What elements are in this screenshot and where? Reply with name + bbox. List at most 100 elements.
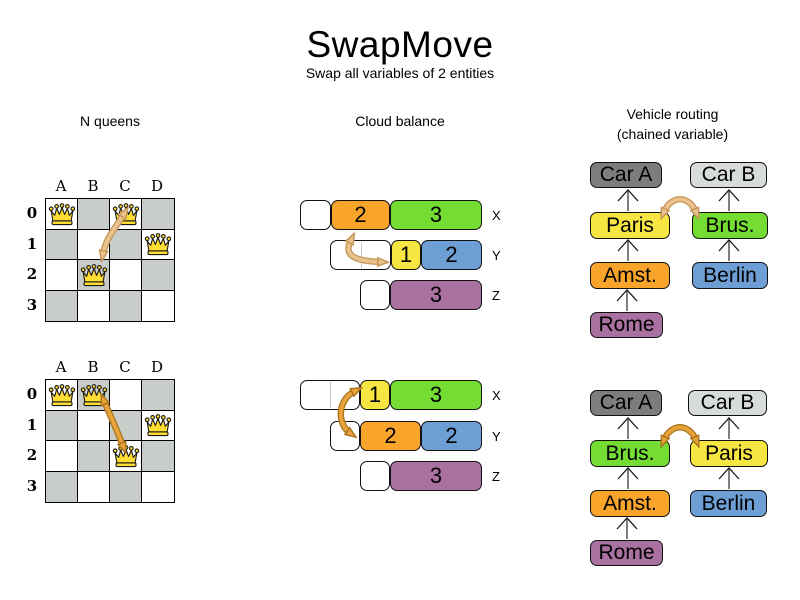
board1-col-label-c: C (119, 177, 131, 195)
cell-a3 (46, 290, 78, 321)
cell-a0 (46, 199, 78, 230)
cell-c0 (110, 380, 142, 411)
cell-a1 (46, 410, 78, 441)
queen-icon (79, 262, 109, 288)
cell-d0 (142, 199, 174, 230)
board1-col-label-a: A (55, 177, 67, 195)
cloud-before-label-z: Z (492, 288, 500, 303)
queen-icon (111, 201, 141, 227)
cell-a3 (46, 471, 78, 502)
process-segment: 1 (360, 380, 390, 410)
empty-slot (360, 461, 390, 491)
cell-b3 (78, 290, 110, 321)
empty-slot (300, 380, 360, 410)
slot-divider (360, 242, 362, 268)
board1-col-label-b: B (87, 177, 99, 195)
chain-arrow (616, 417, 740, 539)
empty-slot (330, 421, 360, 451)
cell-c2 (110, 260, 142, 291)
vehicle-after-rome: Rome (590, 540, 663, 566)
cell-b2 (78, 441, 110, 472)
cloud-after-label-x: X (492, 388, 501, 403)
empty-slot (300, 200, 331, 230)
board2-row-label-2: 2 (26, 446, 38, 464)
board2-row-label-1: 1 (26, 416, 38, 434)
swap-arrow-vehicle-after (664, 424, 696, 440)
cloud-before-label-y: Y (492, 248, 501, 263)
page-subtitle: Swap all variables of 2 entities (305, 65, 495, 81)
section-title-vehicle-line1: Vehicle routing (626, 106, 719, 122)
cell-a0 (46, 380, 78, 411)
process-segment: 1 (391, 240, 421, 270)
vehicle-before-car-b: Car B (690, 162, 767, 188)
queen-icon (143, 412, 173, 438)
cell-c1 (110, 229, 142, 260)
vehicle-after-car-b: Car B (688, 390, 767, 416)
vehicle-before-brus: Brus. (692, 212, 768, 239)
cell-c3 (110, 471, 142, 502)
process-value: 1 (368, 382, 382, 407)
cell-a1 (46, 229, 78, 260)
board2-col-label-b: B (87, 358, 99, 376)
cell-b2 (78, 260, 110, 291)
chain-arrow (616, 189, 740, 311)
cell-d2 (142, 260, 174, 291)
cloud-before-row-y: 1 2 (330, 240, 482, 270)
empty-slot (360, 280, 390, 310)
vehicle-before-amst: Amst. (590, 262, 670, 289)
process-segment: 3 (390, 200, 482, 230)
vehicle-before-paris: Paris (590, 212, 670, 239)
queen-icon (143, 231, 173, 257)
process-value: 2 (445, 423, 458, 448)
cell-b0 (78, 380, 110, 411)
cell-d1 (142, 410, 174, 441)
process-value: 3 (429, 202, 443, 227)
board2-row-label-3: 3 (26, 477, 38, 495)
cloud-after-row-x: 1 3 (300, 380, 482, 410)
queen-icon (47, 382, 77, 408)
process-segment: 3 (390, 461, 482, 491)
queen-icon (79, 382, 109, 408)
board1-row-label-1: 1 (26, 235, 38, 253)
queen-icon (111, 443, 141, 469)
vehicle-after-brus: Brus. (590, 440, 670, 467)
cell-c0 (110, 199, 142, 230)
chessboard-before (45, 198, 175, 322)
cell-c1 (110, 410, 142, 441)
empty-slot (330, 240, 391, 270)
chessboard-after (45, 379, 175, 503)
process-segment: 3 (390, 280, 482, 310)
process-segment: 2 (331, 200, 390, 230)
cell-b3 (78, 471, 110, 502)
section-title-vehicle-line2: (chained variable) (616, 126, 729, 142)
cell-d2 (142, 441, 174, 472)
cell-d1 (142, 229, 174, 260)
vehicle-before-berlin: Berlin (692, 262, 768, 289)
cloud-before-row-x: 2 3 (300, 200, 482, 230)
process-segment: 2 (421, 421, 482, 451)
cell-d3 (142, 290, 174, 321)
queen-icon (47, 201, 77, 227)
process-value: 1 (399, 242, 413, 267)
cell-d0 (142, 380, 174, 411)
vehicle-after-car-a: Car A (590, 390, 662, 416)
cell-d3 (142, 471, 174, 502)
cell-b0 (78, 199, 110, 230)
board2-col-label-d: D (150, 358, 164, 376)
cell-b1 (78, 229, 110, 260)
vehicle-after-amst: Amst. (590, 490, 670, 517)
section-title-vehicle: Vehicle routing (chained variable) (590, 104, 755, 144)
cloud-after-row-y: 2 2 (330, 421, 482, 451)
cell-b1 (78, 410, 110, 441)
board1-row-label-0: 0 (26, 204, 38, 222)
page-title: SwapMove (306, 24, 494, 65)
slot-divider (330, 382, 331, 408)
process-value: 3 (429, 463, 443, 488)
cell-c2 (110, 441, 142, 472)
swap-arrow-vehicle-before (664, 196, 696, 212)
process-segment: 2 (360, 421, 421, 451)
process-value: 2 (445, 242, 458, 267)
vehicle-before-rome: Rome (590, 312, 663, 338)
board1-col-label-d: D (150, 177, 164, 195)
